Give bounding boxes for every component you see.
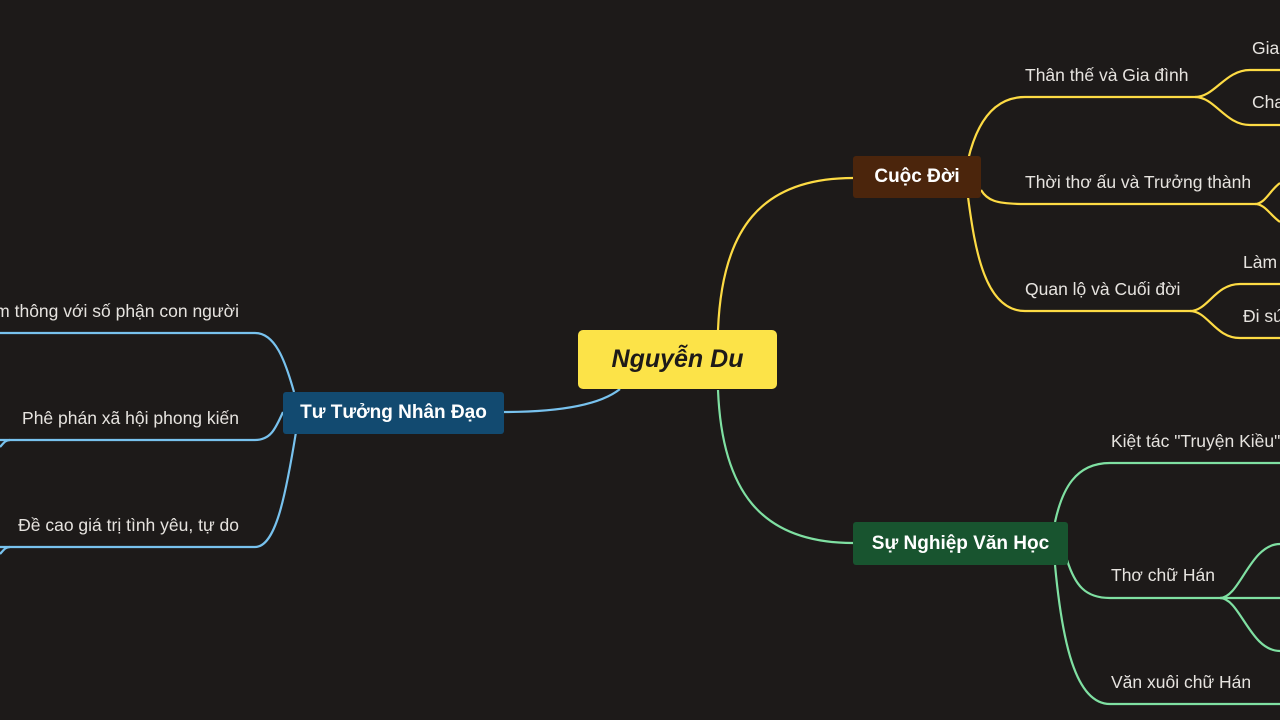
connector-su-nghiep-tho-chu-han xyxy=(1065,559,1220,600)
topic-thoi-tho-au[interactable]: Thời thơ ấu và Trưởng thành xyxy=(1025,172,1252,192)
connector-cuoc-doi-quan-lo xyxy=(966,196,1190,313)
connector-stub-1 xyxy=(0,438,11,448)
topic-van-xuoi-chu-han[interactable]: Văn xuôi chữ Hán xyxy=(1111,672,1252,692)
connector-tu-tuong-cam-thong xyxy=(0,331,296,393)
subtopic-cha[interactable]: Cha xyxy=(1252,92,1280,112)
connector-root-tu-tuong xyxy=(502,388,621,414)
topic-quan-lo-cuoi-doi[interactable]: Quan lộ và Cuối đời xyxy=(1025,279,1181,299)
branch-su-nghiep-label: Sự Nghiệp Văn Học xyxy=(871,532,1050,554)
connector-cuoc-doi-thoi-tho-au xyxy=(980,189,1255,206)
branch-cuoc-doi-label: Cuộc Đời xyxy=(874,166,960,187)
branch-tu-tuong-label: Tư Tưởng Nhân Đạo xyxy=(300,402,487,423)
connector-root-su-nghiep xyxy=(716,389,854,545)
connector-than-the-cha xyxy=(1194,95,1280,127)
connector-thoi-tho-au-2 xyxy=(1254,202,1280,223)
branch-cuoc-doi[interactable]: Cuộc Đời xyxy=(853,156,981,198)
branch-su-nghiep-van-hoc[interactable]: Sự Nghiệp Văn Học xyxy=(853,522,1068,565)
connector-root-cuoc-doi xyxy=(716,176,854,331)
connector-tu-tuong-de-cao xyxy=(0,431,298,549)
connector-tho-chu-han-3 xyxy=(1219,596,1280,653)
subtopic-gia[interactable]: Gia xyxy=(1252,38,1280,58)
connector-than-the-gia xyxy=(1194,68,1280,99)
topic-than-the-gia-dinh[interactable]: Thân thế và Gia đình xyxy=(1025,65,1189,85)
connector-tu-tuong-phe-phan xyxy=(0,411,285,442)
connector-thoi-tho-au-1 xyxy=(1254,182,1280,206)
connector-stub-2 xyxy=(0,545,11,555)
connector-tho-chu-han-1 xyxy=(1219,542,1280,600)
connector-quan-lo-lam xyxy=(1189,282,1280,313)
root-label: Nguyễn Du xyxy=(611,345,744,373)
topic-phe-phan[interactable]: Phê phán xã hội phong kiến xyxy=(22,408,239,428)
connector-cuoc-doi-than-the xyxy=(966,95,1195,161)
subtopic-lam[interactable]: Làm xyxy=(1243,252,1278,272)
topic-truyen-kieu[interactable]: Kiệt tác "Truyện Kiều" xyxy=(1111,431,1280,451)
root-node[interactable]: Nguyễn Du xyxy=(578,330,777,389)
topic-cam-thong[interactable]: Cảm thông với số phận con người xyxy=(0,301,239,321)
topic-tho-chu-han[interactable]: Thơ chữ Hán xyxy=(1111,565,1215,585)
connector-su-nghiep-van-xuoi xyxy=(1053,564,1280,706)
subtopic-di-su[interactable]: Đi sứ xyxy=(1243,306,1280,326)
connector-su-nghiep-truyen-kieu xyxy=(1053,461,1280,523)
branch-tu-tuong-nhan-dao[interactable]: Tư Tưởng Nhân Đạo xyxy=(283,392,504,434)
connector-quan-lo-di-su xyxy=(1189,309,1280,340)
topic-de-cao[interactable]: Đề cao giá trị tình yêu, tự do xyxy=(18,515,239,535)
